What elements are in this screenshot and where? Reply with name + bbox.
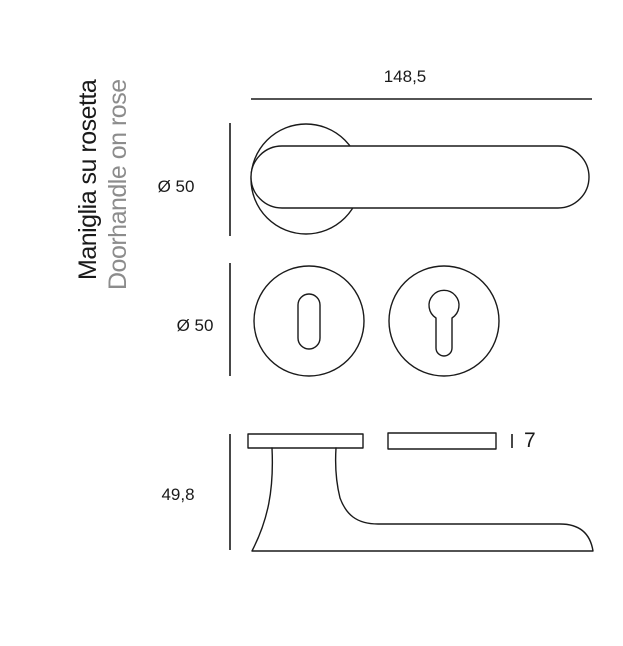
dimension-handle-length: 148,5 [251, 67, 592, 100]
cylinder-keyhole [428, 289, 460, 357]
rose-section-bar [387, 432, 497, 450]
escutcheon-key [253, 265, 365, 377]
rose-side-plate [247, 433, 364, 449]
key-slot [297, 293, 321, 350]
title-group: Maniglia su rosetta Doorhandle on rose [74, 79, 132, 290]
dimension-label-rose-diameter-escutcheon: Ø 50 [177, 316, 214, 335]
escutcheon-cylinder [388, 265, 500, 377]
escutcheons-view: Ø 50 [177, 263, 500, 377]
handle-side-profile [251, 447, 594, 552]
dimension-label-rose-diameter-top: Ø 50 [158, 177, 195, 196]
handle-side-view: 49,8 7 [161, 429, 594, 552]
dimension-label-height: 49,8 [161, 485, 194, 504]
handle-front-view: Ø 50 [158, 123, 590, 236]
dimension-label-length: 148,5 [384, 67, 427, 86]
title-italian: Maniglia su rosetta [74, 79, 102, 280]
escutcheon-cylinder-circle [388, 265, 500, 377]
escutcheon-key-circle [253, 265, 365, 377]
title-english: Doorhandle on rose [104, 79, 132, 290]
handle-lever-outline [250, 145, 590, 209]
dimension-label-thickness: 7 [524, 429, 536, 452]
